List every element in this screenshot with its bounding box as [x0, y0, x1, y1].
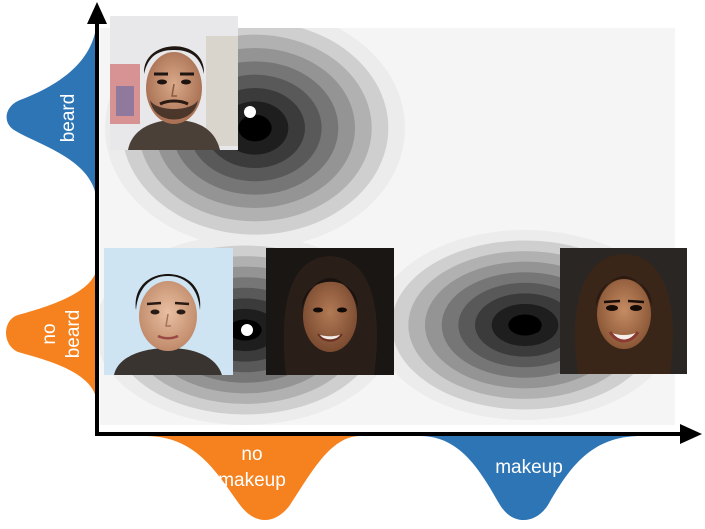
sample-markers: [241, 106, 541, 336]
portrait-woman-makeup: [560, 248, 687, 374]
label-makeup: makeup: [495, 457, 563, 478]
axes: [87, 2, 702, 444]
label-no-beard-line1: no: [39, 323, 60, 344]
y-dist-beard: [6, 16, 98, 205]
marginal-distributions: [6, 16, 640, 520]
x-dist-makeup: [420, 436, 640, 520]
y-dist-no-beard: [6, 265, 97, 405]
x-dist-no-makeup: [145, 436, 360, 520]
portrait-bearded-man: [110, 16, 238, 150]
label-beard: beard: [58, 94, 79, 143]
portrait-woman-natural: [266, 248, 394, 375]
sample-marker-woman-makeup: [529, 321, 541, 333]
sample-marker-clean-shaven-man: [241, 324, 253, 336]
label-no-makeup-line1: no: [241, 444, 262, 465]
density-contour-level-9-mode-1: [238, 114, 272, 142]
sample-marker-bearded-man: [244, 106, 256, 118]
y-axis-arrowhead: [87, 2, 107, 24]
portrait-clean-shaven-man: [104, 248, 233, 375]
x-axis-arrowhead: [680, 424, 702, 444]
label-no-beard-line2: beard: [63, 310, 84, 359]
label-no-makeup-line2: makeup: [218, 470, 286, 491]
distribution-labels: beard no beard no makeup makeup: [39, 94, 563, 491]
